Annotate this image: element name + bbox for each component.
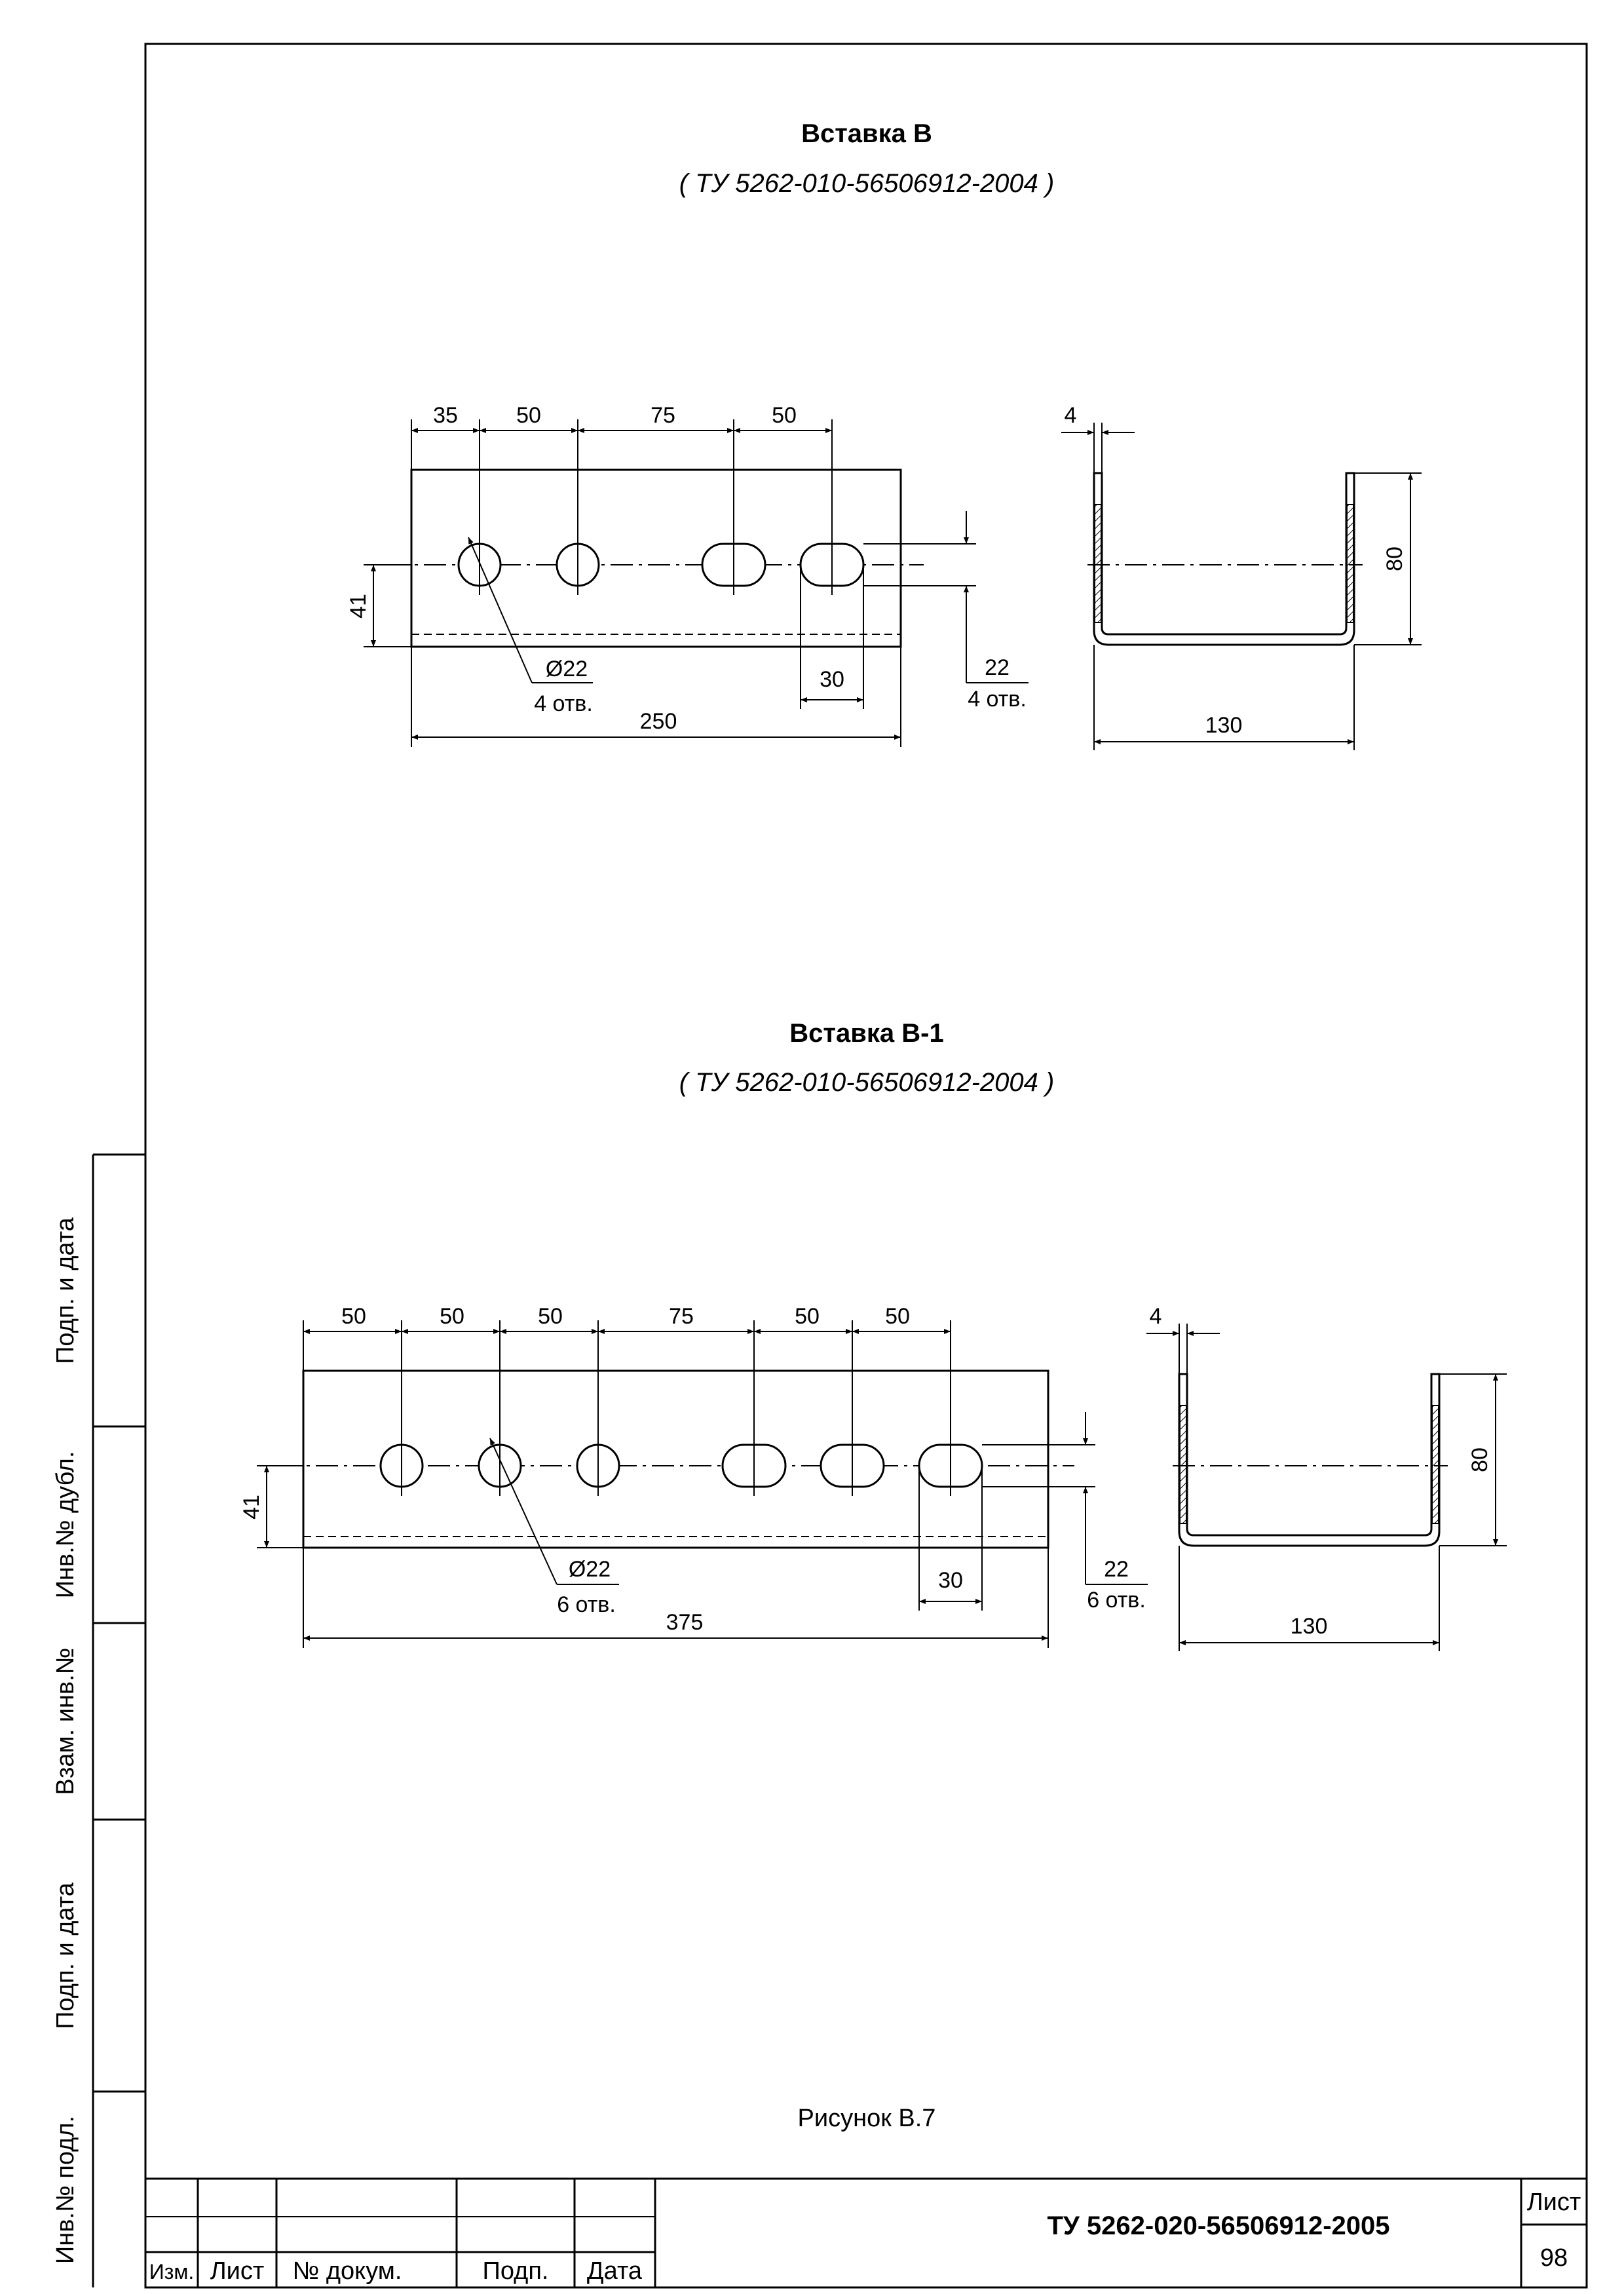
drawing-1-slot-width: 22 [985, 655, 1010, 680]
drawing-2-thickness: 4 [1150, 1304, 1162, 1329]
drawing-2-length: 375 [666, 1610, 704, 1635]
drawing-2-title: Вставка В-1 [789, 1019, 943, 1048]
doc-number: ТУ 5262-020-56506912-2005 [1047, 2211, 1389, 2240]
drawing-2-spacing-1: 50 [341, 1304, 366, 1329]
drawing-2-spacing-6: 50 [885, 1304, 910, 1329]
drawing-1-side-height: 80 [1382, 546, 1407, 571]
drawing-2-slot-count: 6 отв. [1087, 1588, 1146, 1613]
drawing-1-slot-count: 4 отв. [968, 687, 1027, 712]
drawing-2-spec: ( ТУ 5262-010-56506912-2004 ) [679, 1068, 1055, 1097]
side-stamp: Подп. и дата Инв.№ дубл. Взам. инв.№ Под… [52, 1153, 145, 2287]
drawing-1-height: 41 [346, 594, 371, 619]
side-label-podp-data-1: Подп. и дата [52, 1217, 79, 1364]
col-data: Дата [587, 2257, 643, 2285]
drawing-2-side-height: 80 [1467, 1447, 1492, 1472]
sheet-label: Лист [1527, 2189, 1581, 2216]
drawing-2-hole-count: 6 отв. [557, 1592, 616, 1617]
side-label-vzam-inv: Взам. инв.№ [52, 1648, 79, 1795]
drawing-2-spacing-2: 50 [440, 1304, 464, 1329]
drawing-2-slot-width: 22 [1104, 1557, 1129, 1582]
drawing-1-front-view: 35 50 75 50 41 Ø22 4 отв. [346, 403, 1029, 747]
sheet-frame [144, 43, 1588, 2289]
side-label-inv-dubl: Инв.№ дубл. [52, 1451, 79, 1599]
drawing-1-length: 250 [640, 709, 677, 734]
side-label-podp-data-2: Подп. и дата [52, 1882, 79, 2029]
drawing-1-hole-diameter: Ø22 [546, 657, 588, 681]
drawing-1-thickness: 4 [1065, 403, 1077, 428]
drawing-1-side-width: 130 [1205, 713, 1243, 738]
sheet-number: 98 [1540, 2244, 1568, 2272]
drawing-1-slot-length: 30 [820, 667, 844, 692]
drawing-2-height: 41 [239, 1495, 264, 1520]
drawing-vstavka-v1: Вставка В-1 ( ТУ 5262-010-56506912-2004 … [239, 1019, 1507, 1651]
side-label-inv-podl: Инв.№ подл. [52, 2116, 79, 2264]
col-list: Лист [210, 2257, 265, 2285]
drawing-1-spacing-1: 35 [433, 403, 458, 428]
drawing-1-title: Вставка В [801, 119, 932, 148]
drawing-2-slot-length: 30 [938, 1568, 963, 1593]
drawing-1-spacing-4: 50 [772, 403, 797, 428]
drawing-1-spacing-3: 75 [651, 403, 675, 428]
col-doc: № докум. [293, 2257, 402, 2285]
figure-caption: Рисунок В.7 [798, 2105, 936, 2132]
drawing-2-side-view: 4 80 130 [1146, 1304, 1507, 1651]
drawing-1-side-view: 4 80 130 [1061, 403, 1422, 750]
drawing-2-spacing-4: 75 [669, 1304, 694, 1329]
drawing-vstavka-v: Вставка В ( ТУ 5262-010-56506912-2004 ) [346, 119, 1422, 750]
drawing-1-hole-count: 4 отв. [534, 691, 593, 716]
drawing-2-spacing-3: 50 [538, 1304, 563, 1329]
drawing-2-spacing-5: 50 [795, 1304, 820, 1329]
drawing-2-front-view: 50 50 50 75 50 50 41 Ø22 6 отв. [239, 1304, 1148, 1648]
drawing-1-spacing-2: 50 [516, 403, 541, 428]
drawing-2-hole-diameter: Ø22 [569, 1557, 611, 1582]
drawing-1-spec: ( ТУ 5262-010-56506912-2004 ) [679, 169, 1055, 198]
col-podp: Подп. [483, 2257, 549, 2285]
title-block: Изм. Лист № докум. Подп. Дата ТУ 5262-02… [145, 2177, 1587, 2287]
col-izm: Изм. [149, 2260, 195, 2284]
drawing-2-side-width: 130 [1291, 1614, 1328, 1639]
